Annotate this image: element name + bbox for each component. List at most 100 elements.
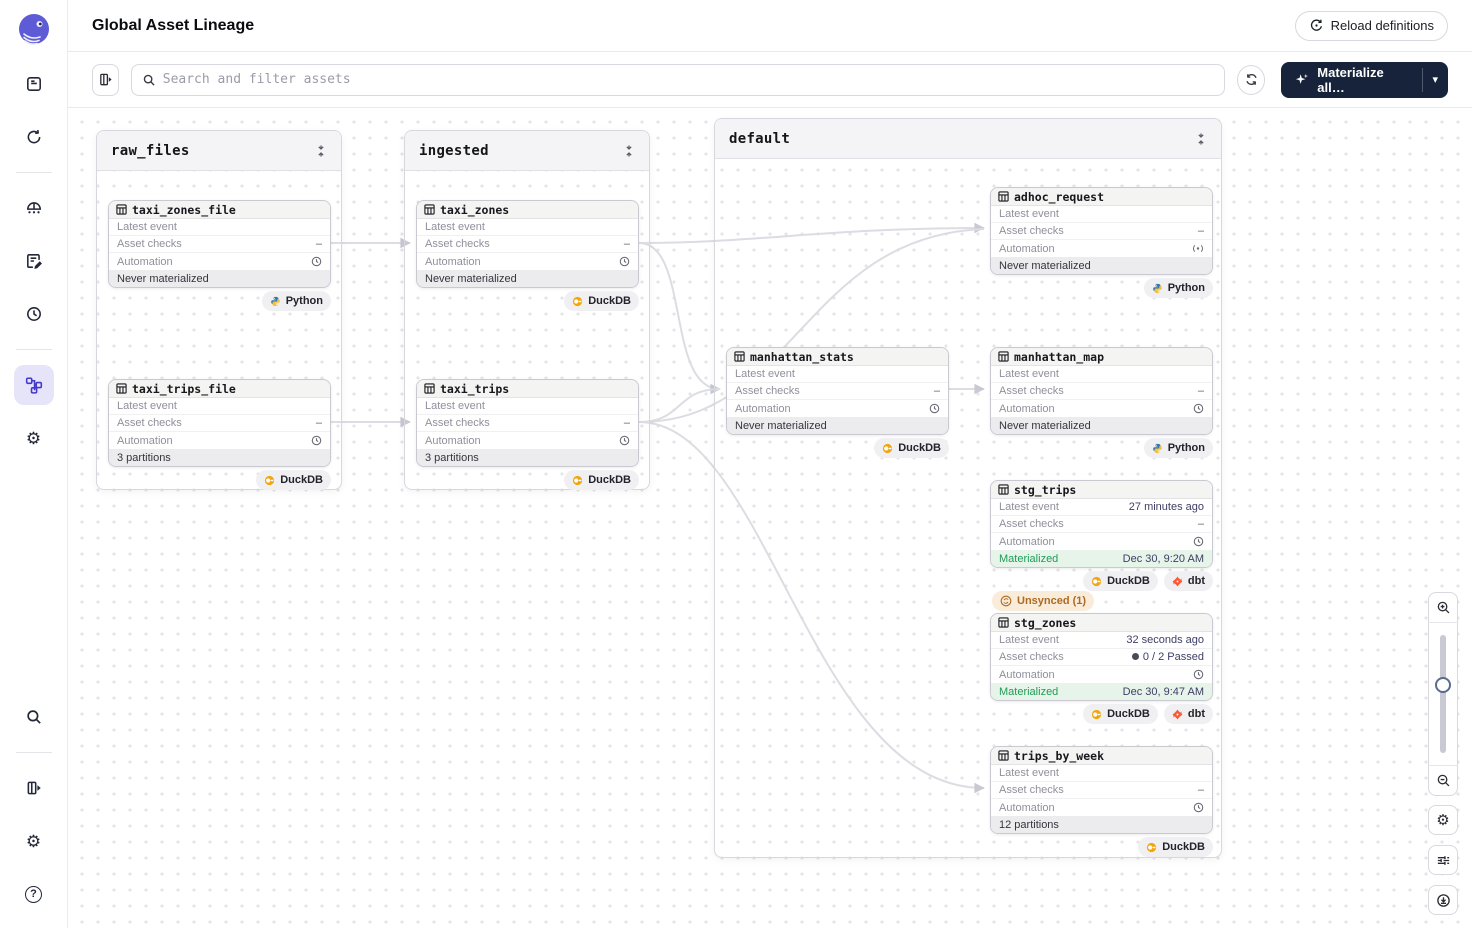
asset-checks-row: Asset checks–	[109, 236, 330, 253]
asset-name: manhattan_map	[1014, 349, 1105, 364]
duckdb-icon	[573, 296, 583, 306]
zoom-out-button[interactable]	[1428, 765, 1458, 795]
asset-name: manhattan_stats	[750, 349, 854, 364]
sidebar-help-button[interactable]: ?	[14, 874, 54, 914]
duckdb-badge[interactable]: DuckDB	[1083, 571, 1158, 591]
asset-card-header: adhoc_request	[991, 188, 1212, 206]
graph-filters-button[interactable]	[1428, 845, 1458, 875]
zoom-slider-thumb[interactable]	[1435, 677, 1451, 693]
asset-checks-row: Asset checks–	[109, 415, 330, 432]
python-badge[interactable]: Python	[1143, 278, 1213, 298]
schedule-clock-icon	[1193, 403, 1204, 414]
sidebar-item-overview[interactable]	[14, 64, 54, 104]
asset-group-default[interactable]: default	[714, 118, 1222, 858]
duckdb-badge[interactable]: DuckDB	[564, 291, 639, 311]
automation-row: Automation	[991, 533, 1212, 550]
sidebar-item-asset-lineage[interactable]	[13, 365, 54, 405]
schedule-clock-icon	[1193, 536, 1204, 547]
reload-definitions-button[interactable]: Reload definitions	[1294, 10, 1448, 41]
schedule-clock-icon	[1193, 802, 1204, 813]
python-badge[interactable]: Python	[1143, 438, 1213, 458]
dbt-badge[interactable]: dbt	[1163, 571, 1213, 591]
asset-name: taxi_zones_file	[132, 202, 236, 217]
asset-card-header: taxi_trips_file	[109, 380, 330, 398]
duckdb-badge[interactable]: DuckDB	[1083, 704, 1158, 724]
duckdb-badge[interactable]: DuckDB	[1138, 837, 1213, 857]
asset-checks-row: Asset checks–	[991, 516, 1212, 533]
sidebar-expand-button[interactable]	[14, 768, 54, 808]
duckdb-icon	[1147, 842, 1157, 852]
sidebar-item-settings[interactable]: ⚙	[14, 418, 54, 458]
sidebar-user-settings-button[interactable]: ⚙	[14, 821, 54, 861]
asset-node-taxi-zones-file[interactable]: taxi_zones_file Latest event Asset check…	[108, 200, 331, 288]
schedule-clock-icon	[311, 256, 322, 267]
dagster-logo-icon[interactable]	[14, 10, 54, 50]
materialize-all-button[interactable]: Materialize all…	[1281, 62, 1421, 98]
download-graph-button[interactable]	[1428, 885, 1458, 915]
open-asset-panel-button[interactable]	[92, 63, 119, 96]
materialize-all-split-button: Materialize all… ▾	[1281, 61, 1448, 98]
python-badge[interactable]: Python	[261, 291, 331, 311]
latest-event-link[interactable]: 32 seconds ago	[1126, 634, 1204, 646]
asset-node-taxi-zones[interactable]: taxi_zones Latest event Asset checks– Au…	[416, 200, 639, 288]
search-input[interactable]	[162, 72, 1214, 87]
group-title: default	[729, 130, 791, 147]
lineage-canvas[interactable]: raw_files ingested default	[68, 108, 1472, 928]
zoom-slider-track[interactable]	[1440, 635, 1446, 753]
chevron-down-icon: ▾	[1432, 74, 1438, 86]
asset-badges: DuckDB	[726, 438, 949, 458]
collapse-vertical-icon	[1198, 133, 1204, 144]
asset-name: adhoc_request	[1014, 189, 1105, 204]
materialization-status: Never materialized	[991, 257, 1212, 274]
asset-card-header: stg_trips	[991, 481, 1212, 499]
sidebar-search-button[interactable]	[14, 697, 54, 737]
materialized-timestamp-link[interactable]: Dec 30, 9:20 AM	[1122, 552, 1204, 565]
zoom-in-icon	[1437, 601, 1449, 614]
asset-checks-link[interactable]: 0 / 2 Passed	[1131, 651, 1204, 663]
automation-row: Automation	[109, 432, 330, 449]
asset-group-raw-files[interactable]: raw_files	[96, 130, 342, 490]
zoom-slider[interactable]	[1429, 623, 1457, 765]
automation-row: Automation	[991, 666, 1212, 683]
duckdb-badge[interactable]: DuckDB	[564, 470, 639, 490]
asset-node-taxi-trips-file[interactable]: taxi_trips_file Latest event Asset check…	[108, 379, 331, 467]
left-sidebar: ⚙ ⚙ ?	[0, 0, 68, 928]
automation-row: Automation	[991, 240, 1212, 257]
asset-node-trips-by-week[interactable]: trips_by_week Latest event Asset checks–…	[990, 746, 1213, 834]
asset-badges: DuckDB	[990, 837, 1213, 857]
sidebar-item-schedules[interactable]	[14, 294, 54, 334]
asset-badges: Python	[108, 291, 331, 311]
group-header: ingested	[405, 131, 649, 171]
asset-badges: DuckDB dbt	[990, 571, 1213, 591]
asset-node-adhoc-request[interactable]: adhoc_request Latest event Asset checks–…	[990, 187, 1213, 275]
python-icon	[1152, 283, 1162, 293]
materialized-timestamp-link[interactable]: Dec 30, 9:47 AM	[1122, 685, 1204, 698]
asset-group-ingested[interactable]: ingested	[404, 130, 650, 490]
asset-card-header: taxi_zones_file	[109, 201, 330, 219]
asset-node-manhattan-stats[interactable]: manhattan_stats Latest event Asset check…	[726, 347, 949, 435]
refresh-graph-button[interactable]	[1236, 64, 1266, 95]
sidebar-item-runs[interactable]	[14, 117, 54, 157]
sidebar-item-jobs[interactable]	[14, 241, 54, 281]
latest-event-row: Latest event	[991, 206, 1212, 223]
collapse-group-button[interactable]	[315, 145, 327, 157]
materialization-status: Never materialized	[727, 417, 948, 434]
asset-node-manhattan-map[interactable]: manhattan_map Latest event Asset checks–…	[990, 347, 1213, 435]
collapse-group-button[interactable]	[623, 145, 635, 157]
materialize-options-button[interactable]: ▾	[1422, 62, 1448, 98]
graph-settings-button[interactable]: ⚙	[1428, 805, 1458, 835]
sparkle-icon	[1296, 73, 1309, 84]
unsynced-badge[interactable]: Unsynced (1)	[992, 591, 1095, 611]
lineage-graph-icon	[25, 377, 42, 394]
duckdb-badge[interactable]: DuckDB	[874, 438, 949, 458]
duckdb-badge[interactable]: DuckDB	[256, 470, 331, 490]
gear-icon: ⚙	[1436, 811, 1450, 829]
dbt-badge[interactable]: dbt	[1163, 704, 1213, 724]
asset-node-taxi-trips[interactable]: taxi_trips Latest event Asset checks– Au…	[416, 379, 639, 467]
collapse-group-button[interactable]	[1195, 133, 1207, 145]
zoom-in-button[interactable]	[1428, 593, 1458, 623]
sidebar-item-deployment[interactable]	[14, 188, 54, 228]
latest-event-link[interactable]: 27 minutes ago	[1128, 501, 1204, 513]
